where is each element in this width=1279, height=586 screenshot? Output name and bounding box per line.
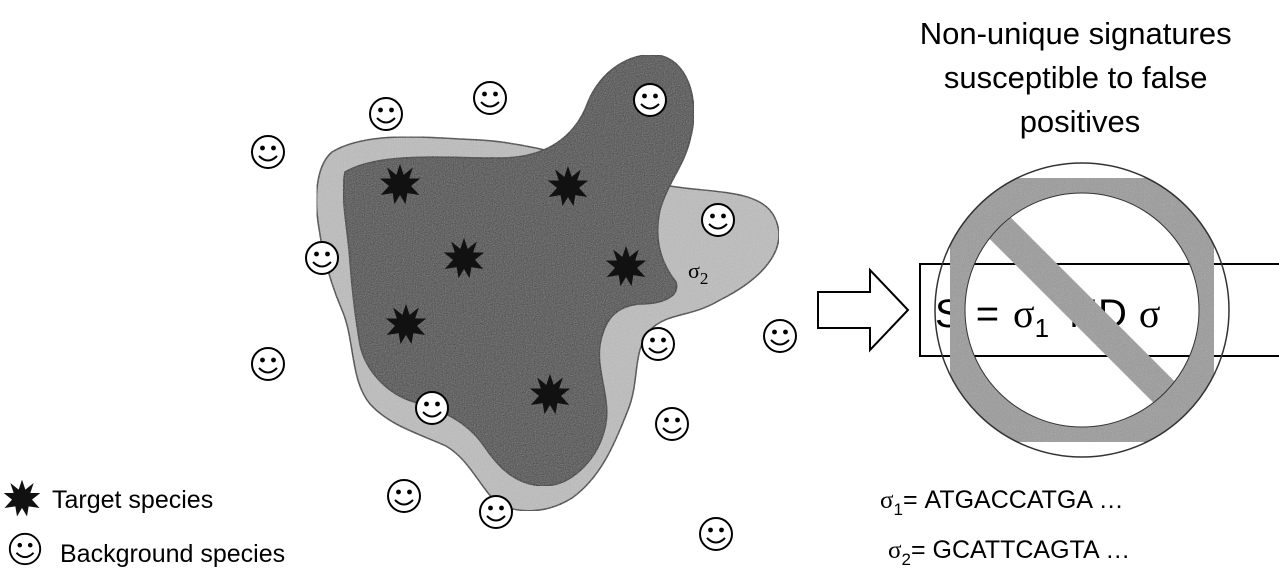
smiley-icon bbox=[700, 518, 732, 550]
legend-target-star-icon bbox=[4, 480, 41, 517]
smiley-icon bbox=[474, 82, 506, 114]
legend-smiley-icon bbox=[10, 534, 40, 564]
smiley-icon bbox=[388, 480, 420, 512]
smiley-icon bbox=[702, 204, 734, 236]
sequence-sigma2: σ2= GCATTCAGTA … bbox=[888, 536, 1130, 569]
smiley-icon bbox=[306, 242, 338, 274]
legend: Target species Background species bbox=[4, 480, 285, 568]
legend-target-label: Target species bbox=[52, 486, 213, 514]
smiley-icon bbox=[370, 98, 402, 130]
figure-title: Non-unique signatures susceptible to fal… bbox=[920, 16, 1241, 139]
legend-background-label: Background species bbox=[60, 540, 285, 568]
smiley-icon bbox=[634, 84, 666, 116]
sequence-sigma1: σ1= ATGACCATGA … bbox=[880, 486, 1124, 519]
smiley-icon bbox=[764, 320, 796, 352]
right-arrow-icon bbox=[818, 270, 908, 350]
smiley-icon bbox=[656, 408, 688, 440]
smiley-icon bbox=[480, 496, 512, 528]
smiley-icon bbox=[642, 328, 674, 360]
smiley-icon bbox=[416, 392, 448, 424]
smiley-icon bbox=[252, 136, 284, 168]
smiley-icon bbox=[252, 348, 284, 380]
